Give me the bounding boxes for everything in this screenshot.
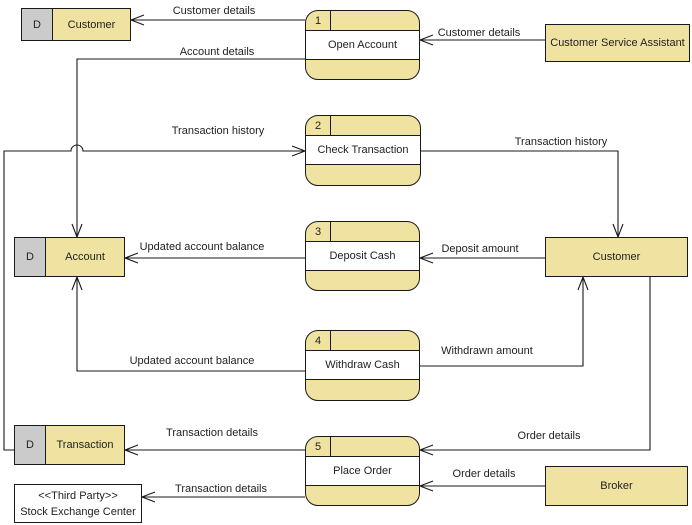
flow-label-updated-balance-withdraw[interactable]: Updated account balance bbox=[129, 355, 255, 367]
flow-label-customer-details-store[interactable]: Customer details bbox=[172, 5, 256, 17]
process-number: 5 bbox=[306, 437, 331, 456]
flow-transaction-history-out-line[interactable] bbox=[420, 150, 619, 237]
process-name-label: Place Order bbox=[306, 457, 419, 486]
process-open-account[interactable]: 1 Open Account bbox=[305, 10, 420, 80]
flow-order-details-customer-arrowhead bbox=[418, 444, 434, 456]
flow-deposit-amount[interactable] bbox=[418, 252, 545, 264]
flow-transaction-details-sec-arrowhead bbox=[140, 491, 156, 503]
flow-deposit-amount-arrowhead bbox=[418, 252, 434, 264]
flow-order-details-customer[interactable] bbox=[418, 277, 651, 456]
flow-transaction-history-in[interactable] bbox=[3, 144, 307, 451]
flow-order-details-customer-line[interactable] bbox=[420, 277, 651, 451]
process-name-label: Deposit Cash bbox=[306, 242, 419, 271]
data-store-name-text: Account bbox=[65, 251, 105, 263]
flow-label-transaction-details-store[interactable]: Transaction details bbox=[166, 427, 258, 439]
data-store-id-badge: D bbox=[22, 9, 53, 40]
data-store-name-label: Customer bbox=[53, 9, 130, 40]
flow-customer-details-store[interactable] bbox=[129, 14, 305, 26]
flow-transaction-history-in-line[interactable] bbox=[3, 144, 305, 451]
flow-label-transaction-history-in[interactable]: Transaction history bbox=[171, 125, 265, 137]
flow-order-details-broker[interactable] bbox=[418, 480, 545, 492]
process-number: 4 bbox=[306, 331, 331, 350]
process-bottom-band bbox=[306, 60, 419, 79]
process-bottom-band bbox=[306, 271, 419, 290]
flow-transaction-details-store[interactable] bbox=[123, 444, 305, 456]
data-store-id-badge: D bbox=[15, 426, 46, 464]
process-place-order[interactable]: 5 Place Order bbox=[305, 436, 420, 506]
entity-stereotype-label: <<Third Party>> bbox=[38, 489, 118, 502]
data-store-id-text: D bbox=[26, 439, 34, 451]
process-number: 3 bbox=[306, 222, 331, 241]
entity-name-label: Customer Service Assistant bbox=[550, 37, 685, 49]
data-store-name-text: Transaction bbox=[56, 439, 114, 451]
process-name-label: Withdraw Cash bbox=[306, 351, 419, 380]
flow-transaction-details-store-arrowhead bbox=[123, 444, 139, 456]
flow-updated-balance-withdraw-arrowhead bbox=[71, 275, 83, 291]
flow-label-withdrawn-amount[interactable]: Withdrawn amount bbox=[441, 345, 533, 357]
process-top-band: 2 bbox=[306, 116, 420, 136]
entity-name-label: Stock Exchange Center bbox=[20, 505, 136, 518]
data-store-name-text: Customer bbox=[67, 18, 116, 31]
data-store-transaction[interactable]: D Transaction bbox=[14, 425, 125, 465]
process-deposit-cash[interactable]: 3 Deposit Cash bbox=[305, 221, 420, 291]
entity-broker[interactable]: Broker bbox=[545, 466, 688, 506]
process-name-label: Check Transaction bbox=[306, 136, 420, 165]
entity-name-label: Broker bbox=[600, 480, 633, 492]
flow-label-deposit-amount[interactable]: Deposit amount bbox=[441, 243, 519, 255]
data-store-account[interactable]: D Account bbox=[14, 237, 125, 277]
flow-withdrawn-amount-arrowhead bbox=[577, 275, 589, 291]
flow-transaction-history-out[interactable] bbox=[420, 150, 624, 239]
process-top-band: 1 bbox=[306, 11, 419, 31]
process-withdraw-cash[interactable]: 4 Withdraw Cash bbox=[305, 330, 420, 401]
process-bottom-band bbox=[306, 486, 419, 505]
process-bottom-band bbox=[306, 380, 419, 400]
flow-label-account-details[interactable]: Account details bbox=[179, 46, 255, 58]
flow-updated-balance-withdraw[interactable] bbox=[71, 275, 305, 372]
entity-name-label: Customer bbox=[592, 251, 641, 263]
entity-customer-service-assistant[interactable]: Customer Service Assistant bbox=[545, 24, 690, 62]
flow-updated-balance-deposit-arrowhead bbox=[123, 252, 139, 264]
process-top-band: 5 bbox=[306, 437, 419, 457]
process-number: 1 bbox=[306, 11, 331, 30]
flow-label-updated-balance-deposit[interactable]: Updated account balance bbox=[139, 241, 265, 253]
flow-label-customer-details-csa[interactable]: Customer details bbox=[437, 27, 521, 39]
flow-withdrawn-amount[interactable] bbox=[420, 275, 589, 367]
flow-customer-details-csa-arrowhead bbox=[418, 34, 434, 46]
flow-label-transaction-details-sec[interactable]: Transaction details bbox=[175, 483, 267, 495]
flow-order-details-broker-arrowhead bbox=[418, 480, 434, 492]
data-store-customer[interactable]: D Customer bbox=[21, 8, 131, 41]
entity-customer[interactable]: Customer bbox=[545, 237, 688, 277]
flow-transaction-details-sec[interactable] bbox=[140, 491, 305, 503]
flow-updated-balance-deposit[interactable] bbox=[123, 252, 305, 264]
data-store-id-text: D bbox=[33, 18, 41, 31]
process-bottom-band bbox=[306, 165, 420, 185]
flow-label-transaction-history-out[interactable]: Transaction history bbox=[514, 136, 608, 148]
flow-customer-details-csa[interactable] bbox=[418, 34, 545, 46]
process-name-label: Open Account bbox=[306, 31, 419, 60]
flow-label-order-details-customer[interactable]: Order details bbox=[517, 430, 581, 442]
flow-customer-details-store-arrowhead bbox=[129, 14, 145, 26]
process-top-band: 4 bbox=[306, 331, 419, 351]
process-top-band: 3 bbox=[306, 222, 419, 242]
flow-account-details[interactable] bbox=[71, 58, 305, 239]
process-number: 2 bbox=[306, 116, 331, 135]
flow-updated-balance-withdraw-line[interactable] bbox=[76, 277, 305, 372]
data-store-name-label: Account bbox=[46, 238, 124, 276]
data-store-id-badge: D bbox=[15, 238, 46, 276]
data-store-name-label: Transaction bbox=[46, 426, 124, 464]
flow-withdrawn-amount-line[interactable] bbox=[420, 277, 584, 367]
flow-account-details-line[interactable] bbox=[76, 58, 305, 237]
flow-label-order-details-broker[interactable]: Order details bbox=[452, 468, 516, 480]
entity-stock-exchange-center[interactable]: <<Third Party>> Stock Exchange Center bbox=[14, 484, 142, 523]
process-check-transaction[interactable]: 2 Check Transaction bbox=[305, 115, 421, 186]
data-store-id-text: D bbox=[26, 251, 34, 263]
